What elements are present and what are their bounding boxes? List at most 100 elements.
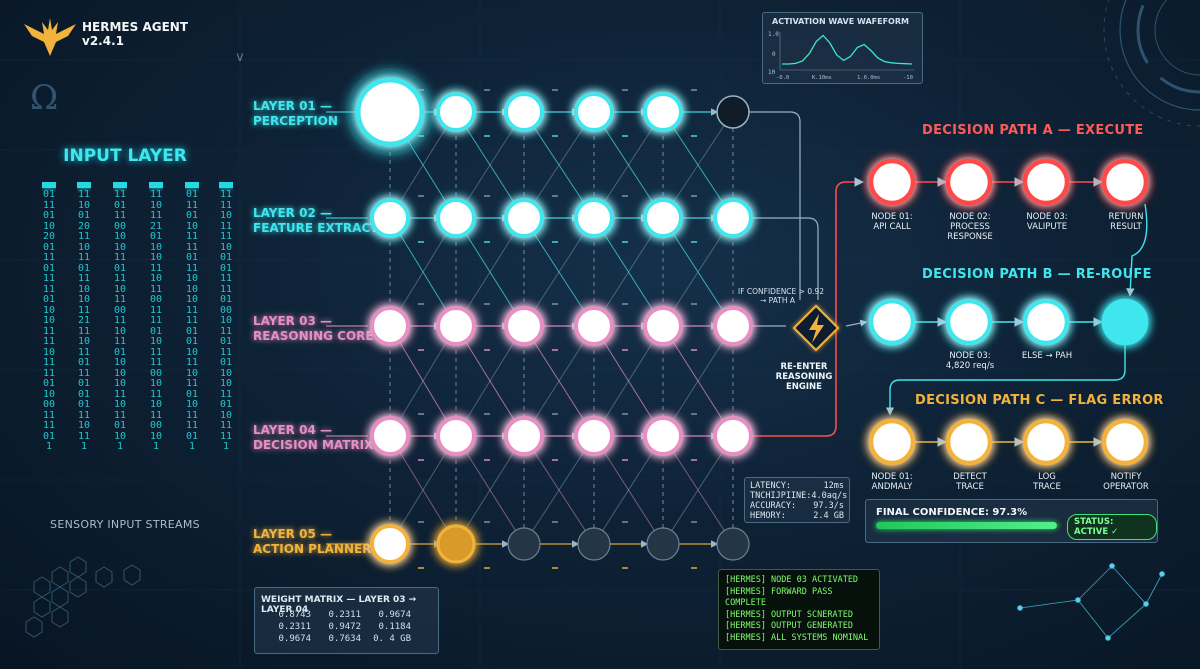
input-stream: 1101110010101101111011001110110110101011…	[113, 182, 127, 498]
diagonal-edge	[593, 325, 664, 437]
path-c-node	[945, 418, 993, 466]
wave-ytick-0: 0	[772, 51, 776, 58]
path-c-node	[868, 418, 916, 466]
network-node	[346, 68, 434, 156]
stream-bits: 0111011011110111101010111101011011101101…	[185, 189, 199, 452]
diagonal-edge	[662, 435, 734, 545]
diagonal-edge	[662, 325, 734, 437]
sensory-streams-caption: SENSORY INPUT STREAMS	[50, 518, 200, 531]
diagonal-edge	[389, 217, 457, 327]
hud-rings	[1103, 0, 1200, 127]
layer-label-03: LAYER 03 —REASONING CORE	[253, 314, 374, 343]
waveform-chart: 1.0 0 10 -0.0 K.10ms 1.0.0ms -10	[768, 31, 914, 81]
final-confidence-label: FINAL CONFIDENCE: 97.3%	[876, 507, 1028, 518]
weight-matrix-panel: WEIGHT MATRIX — LAYER 03 → LAYER 04 0.87…	[254, 587, 439, 654]
input-stream: 1111101111100101111101001011011101101011…	[219, 182, 233, 498]
network-node	[643, 416, 683, 456]
status-badge: STATUS: ACTIVE ✓	[1067, 514, 1157, 540]
diagonal-edge	[455, 435, 525, 545]
path-c-title: DECISION PATH C — FLAG ERROR	[915, 393, 1164, 408]
diagonal-edge	[662, 217, 734, 327]
stream-head	[185, 182, 199, 188]
diagonal-edge	[523, 217, 595, 327]
network-node	[436, 416, 476, 456]
network-node	[504, 198, 544, 238]
path-b-node-2-caption: NODE 03:4,820 req/s	[945, 351, 995, 371]
path-b-node	[945, 298, 993, 346]
stream-bits: 0111011020011101111101101011111011110110…	[42, 189, 56, 452]
diagonal-edge	[389, 217, 457, 327]
app-brand: HERMES AGENT v2.4.1	[82, 20, 188, 48]
reenter-engine-label: RE-ENTER REASONING ENGINE	[775, 362, 833, 392]
wave-line	[782, 34, 913, 65]
network-node	[713, 198, 753, 238]
diagonal-edge	[389, 435, 457, 545]
chevron-down-icon[interactable]: v	[236, 50, 244, 65]
path-a-node	[1101, 158, 1149, 206]
stream-head	[219, 182, 233, 188]
network-node	[716, 95, 750, 129]
diagonal-edge	[455, 111, 525, 219]
network-node	[436, 306, 476, 346]
network-node	[574, 416, 614, 456]
confidence-panel: FINAL CONFIDENCE: 97.3% STATUS: ACTIVE ✓	[865, 499, 1158, 543]
path-b-node	[1022, 298, 1070, 346]
stat-accuracy: ACCURACY:97.3/s	[750, 501, 844, 511]
input-layer-title: INPUT LAYER	[63, 146, 187, 166]
input-stream: 0111011011110111101010111101011011101101…	[185, 182, 199, 498]
route-edge	[746, 111, 801, 300]
wave-ytick-1: 1.0	[768, 31, 779, 38]
network-node	[370, 198, 410, 238]
path-c-node	[1022, 418, 1070, 466]
network-node	[643, 306, 683, 346]
network-node	[436, 198, 476, 238]
stats-panel: LATENCY:12ms TNCHIJPIINE:4.0aq/s ACCURAC…	[744, 477, 850, 523]
network-node	[504, 306, 544, 346]
diagonal-edge	[389, 325, 457, 437]
app-name: HERMES AGENT	[82, 20, 189, 34]
diagonal-edge	[523, 325, 595, 437]
network-node	[504, 416, 544, 456]
diagonal-edge	[455, 325, 525, 437]
path-a-node-3-caption: NODE 03:VALIPUTE	[1026, 212, 1068, 232]
diagonal-edge	[662, 111, 734, 219]
network-node	[577, 527, 611, 561]
log-line: [HERMES] NODE 03 ACTIVATED	[725, 575, 859, 585]
diagonal-edge	[662, 111, 734, 219]
path-b-title: DECISION PATH B — RE-ROUFE	[922, 267, 1152, 282]
stream-head	[149, 182, 163, 188]
wave-xtick-0: -0.0	[776, 75, 789, 81]
path-a-node	[1022, 158, 1070, 206]
diagonal-edge	[662, 217, 734, 327]
waveform-title: ACTIVATION WAVE WAFEFORM	[772, 17, 909, 26]
diagonal-edge	[523, 111, 595, 219]
diagonal-edge	[593, 435, 664, 545]
diagonal-edge	[593, 217, 664, 327]
diagonal-edge	[523, 111, 595, 219]
stream-head	[113, 182, 127, 188]
diagonal-edge	[389, 435, 457, 545]
diagonal-edge	[389, 325, 457, 437]
path-b-node-3-caption: ELSE → PAH	[1021, 351, 1073, 361]
stream-bits: 1101110010101101111011001110110110101011…	[113, 189, 127, 452]
path-a-title: DECISION PATH A — EXECUTE	[922, 123, 1144, 138]
stream-bits: 1111101111100101111101001011011101101011…	[219, 189, 233, 452]
stream-head	[77, 182, 91, 188]
layer-label-01: LAYER 01 —PERCEPTION	[253, 99, 338, 128]
stat-latency: LATENCY:12ms	[750, 481, 844, 491]
network-node	[713, 416, 753, 456]
wave-xtick-1: K.10ms	[812, 75, 832, 81]
stream-head	[42, 182, 56, 188]
diagonal-edge	[593, 111, 664, 219]
diagonal-edge	[523, 325, 595, 437]
layer-label-04: LAYER 04 —DECISION MATRIX	[253, 423, 374, 452]
wave-xtick-3: -10	[903, 75, 913, 81]
diagonal-edge	[593, 435, 664, 545]
confidence-fill	[876, 522, 1057, 529]
